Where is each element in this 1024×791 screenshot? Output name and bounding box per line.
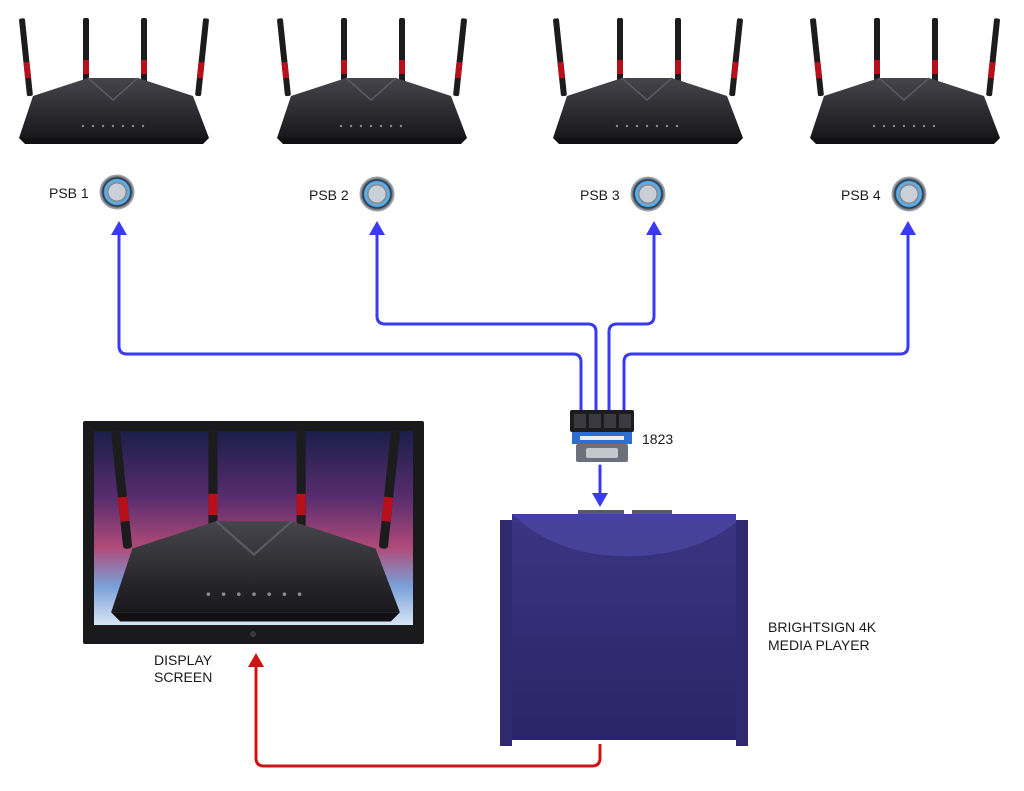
button-wires xyxy=(117,230,910,498)
push-button-icon[interactable] xyxy=(99,174,135,210)
push-button-icon[interactable] xyxy=(359,176,395,212)
arrowhead-psb-1 xyxy=(111,221,127,235)
display-screen-icon xyxy=(83,421,424,644)
push-button-icon[interactable] xyxy=(630,176,666,212)
arrowhead-psb-4 xyxy=(900,221,916,235)
psb-1-label: PSB 1 xyxy=(49,185,89,201)
wire-psb-4 xyxy=(622,230,910,414)
arrowhead-player xyxy=(592,493,608,507)
arrowhead-psb-2 xyxy=(369,221,385,235)
player-label-line-2: MEDIA PLAYER xyxy=(768,637,870,653)
push-button-icon[interactable] xyxy=(891,176,927,212)
psb-3-label: PSB 3 xyxy=(580,187,620,203)
video-wire xyxy=(248,653,602,768)
wire-psb-2 xyxy=(375,230,598,414)
arrowhead-psb-3 xyxy=(646,221,662,235)
wire-psb-3 xyxy=(607,230,656,414)
usb-interface-icon xyxy=(570,410,634,462)
router-icon xyxy=(18,17,210,145)
player-label-line-1: BRIGHTSIGN 4K xyxy=(768,619,877,635)
router-icon xyxy=(276,17,468,145)
display-label-line-2: SCREEN xyxy=(154,669,213,685)
psb-2-label: PSB 2 xyxy=(309,187,349,203)
display-label-line-1: DISPLAY xyxy=(154,652,213,668)
router-icon xyxy=(552,17,744,145)
arrowhead-display xyxy=(248,653,264,667)
wire-psb-1 xyxy=(117,230,583,414)
interface-label: 1823 xyxy=(642,431,674,447)
psb-4-label: PSB 4 xyxy=(841,187,881,203)
router-icon xyxy=(809,17,1001,145)
media-player-icon xyxy=(498,510,750,746)
